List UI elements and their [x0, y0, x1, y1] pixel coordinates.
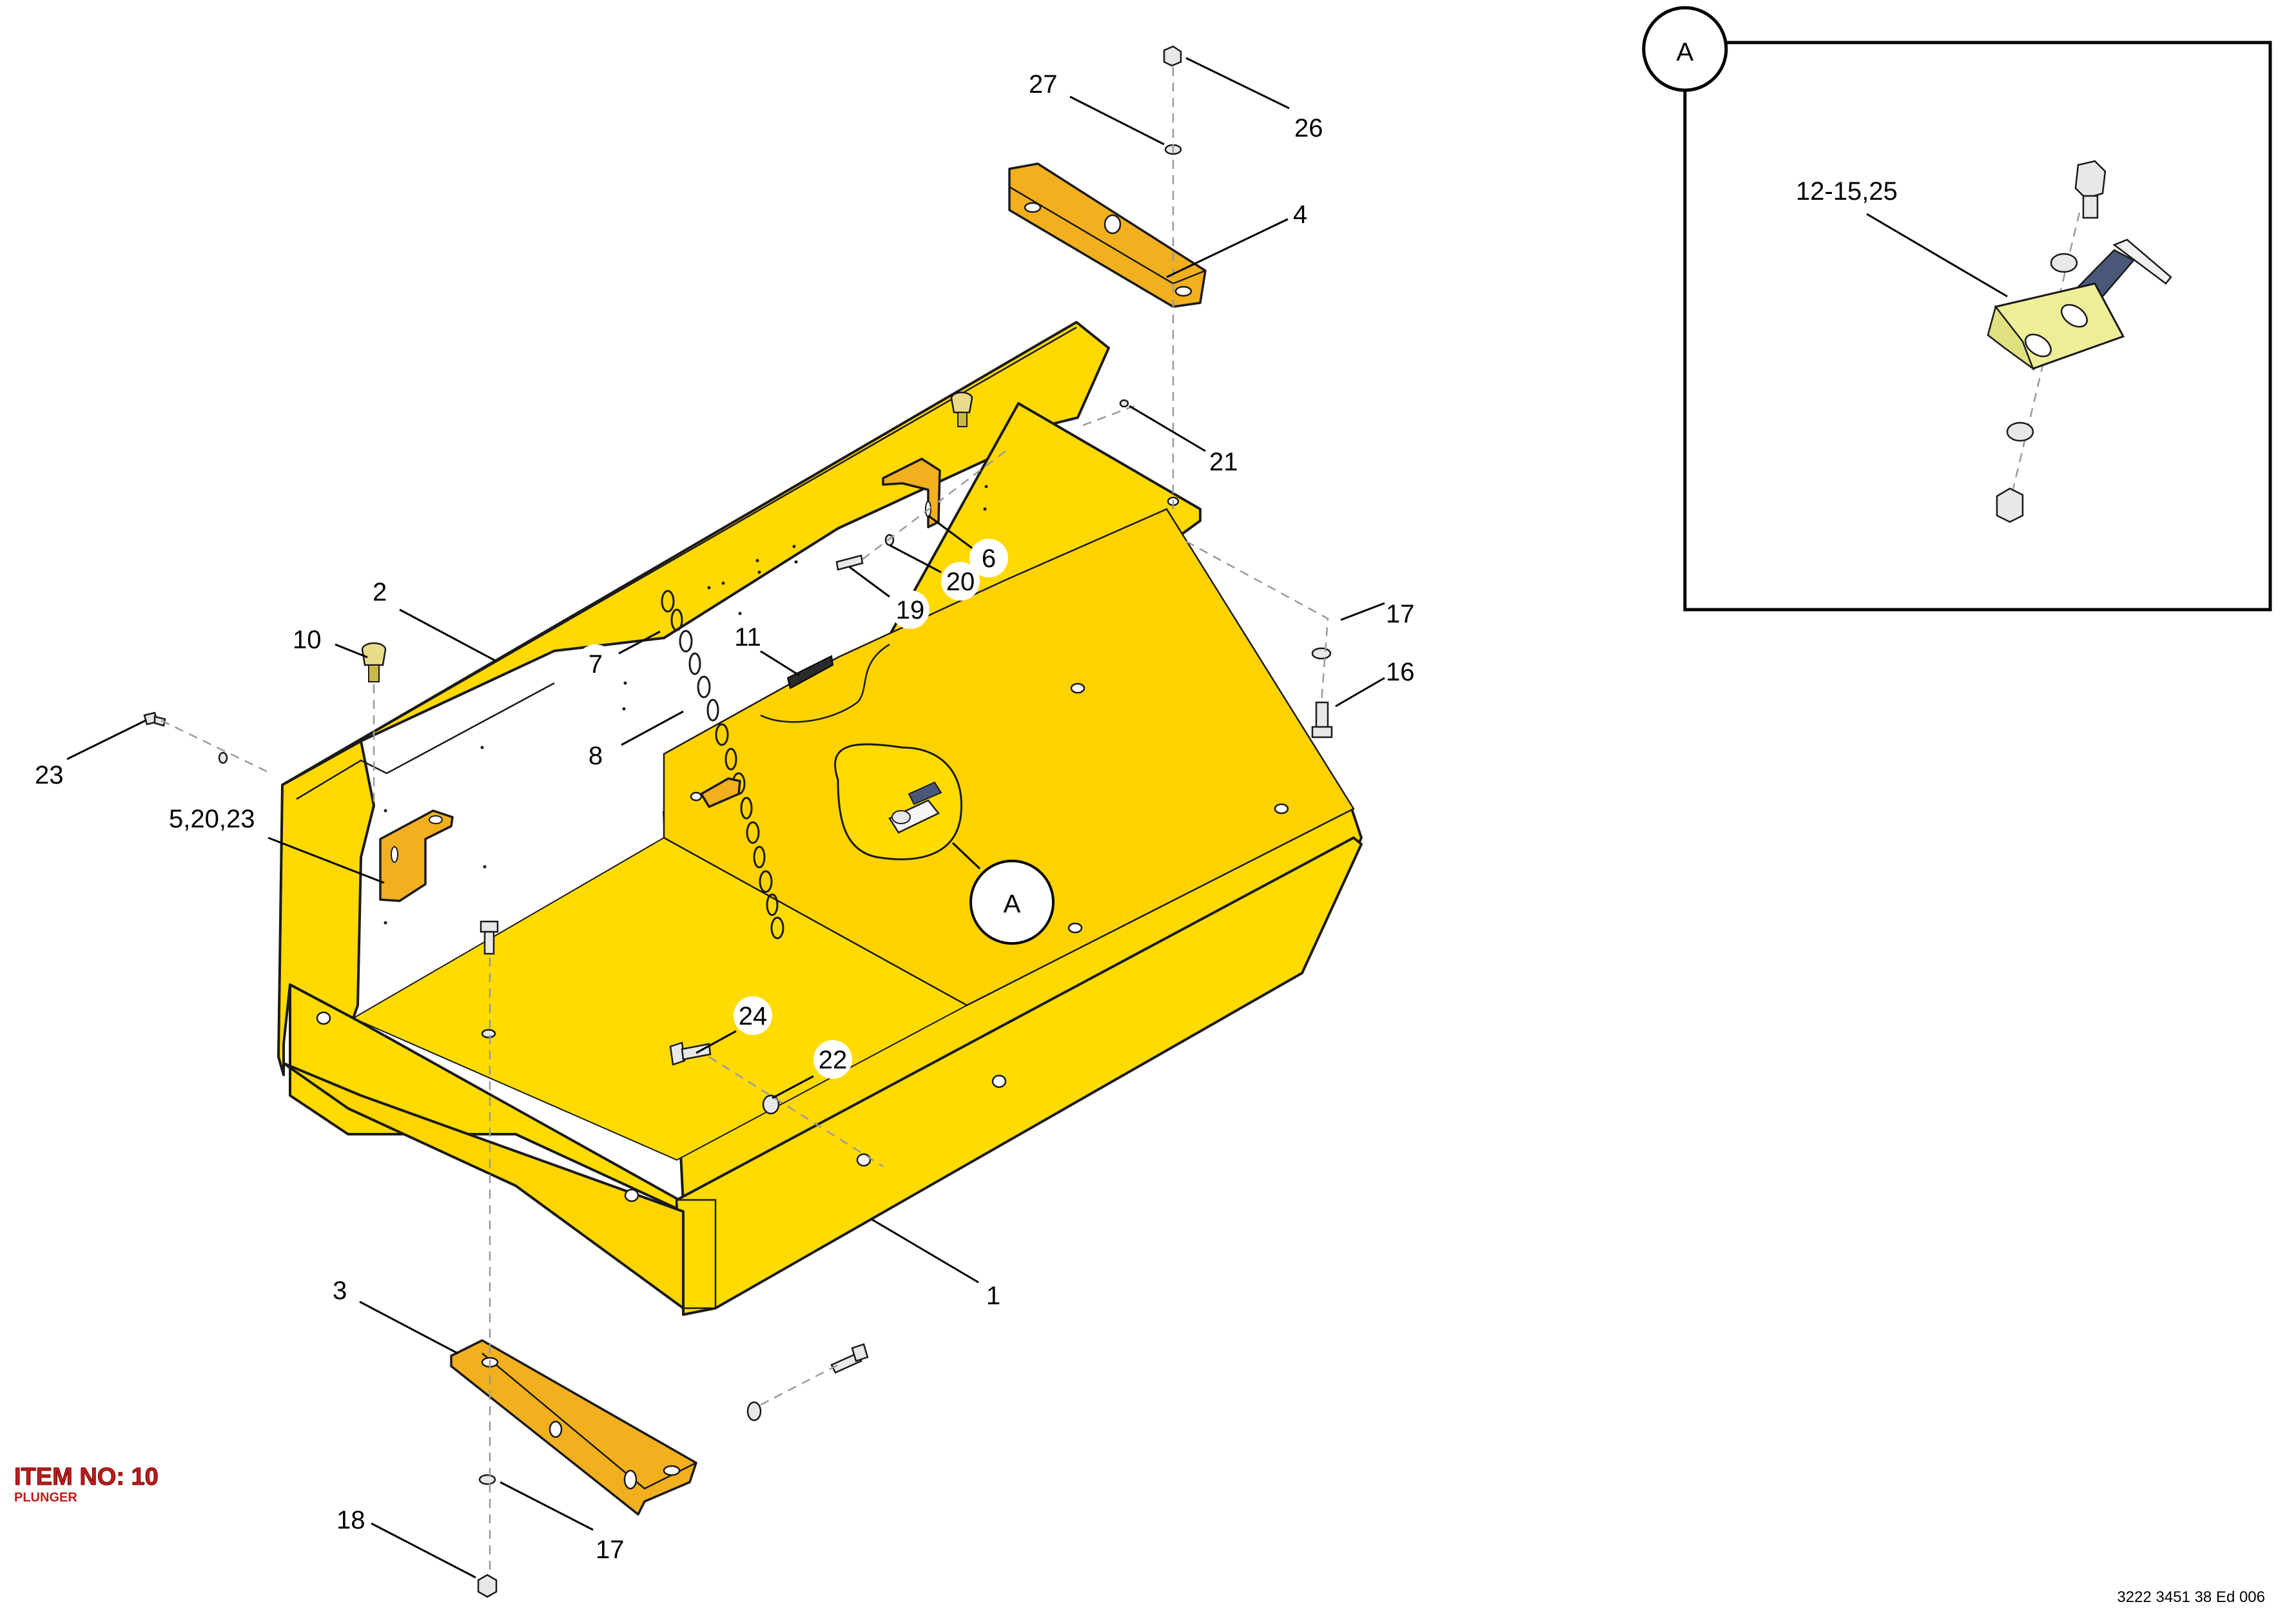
chain	[661, 590, 784, 940]
detail-washer-bottom	[2006, 421, 2034, 442]
callout-26: 26	[1294, 114, 1323, 142]
washer-23	[218, 751, 228, 764]
callout-5-20-23: 5,20,23	[169, 805, 255, 833]
rivet-dots	[384, 485, 988, 925]
pan-inner-back	[663, 508, 1355, 1007]
detail-plate-front	[1987, 305, 2035, 371]
callout-24: 24	[739, 1002, 768, 1030]
callout-22: 22	[819, 1046, 848, 1074]
washer-right	[1311, 647, 1332, 660]
callout-18: 18	[336, 1506, 365, 1534]
callout-3: 3	[333, 1277, 347, 1305]
center-lines	[161, 67, 1329, 1572]
leader-lines	[66, 57, 1385, 1579]
pan-front-lip	[289, 983, 717, 1316]
bracket-top	[1008, 162, 1207, 308]
detail-washer-top	[2050, 253, 2078, 273]
document-number: 3222 3451 38 Ed 006	[2117, 1588, 2265, 1606]
detail-bolt	[2074, 160, 2106, 219]
callout-19: 19	[896, 596, 925, 624]
callout-labels: 27 26 4 21 2 10 17 16 23 5,20,23 1 3 18 …	[35, 70, 1415, 1564]
rubber-block	[786, 655, 834, 690]
callout-10: 10	[293, 626, 322, 654]
bolt-bottom-right	[830, 1343, 869, 1374]
callout-27: 27	[1029, 70, 1058, 99]
item-number-subtitle: PLUNGER	[14, 1491, 77, 1505]
callout-7: 7	[589, 650, 603, 679]
bolt-19	[835, 554, 864, 571]
callout-16: 16	[1386, 658, 1415, 686]
callout-4: 4	[1293, 200, 1307, 229]
bracket-left	[379, 809, 454, 902]
item-number-title: ITEM NO: 10	[14, 1463, 159, 1491]
washer-bottom	[478, 1474, 496, 1485]
detail-a-marker: A	[969, 860, 1055, 945]
detail-nut	[1996, 487, 2024, 523]
plunger-right	[950, 391, 973, 427]
bracket-bottom	[450, 1339, 697, 1516]
bolt-23	[143, 711, 166, 727]
callout-21: 21	[1209, 448, 1238, 476]
callout-20: 20	[946, 568, 975, 596]
bubble-callouts: 6 20 19 11 7 8 24 22	[576, 539, 1008, 1079]
callout-12-15-25: 12-15,25	[1796, 177, 1898, 206]
pan-underside	[282, 1062, 685, 1309]
washer-21	[1119, 399, 1129, 408]
washer-floor-left	[481, 1028, 496, 1039]
detail-slot-1	[2061, 304, 2088, 328]
nut-top	[1163, 45, 1182, 67]
main-pan-assembly	[277, 321, 1363, 1316]
detail-slot-2	[2025, 333, 2052, 358]
callout-17-right: 17	[1386, 600, 1415, 628]
callout-6: 6	[982, 545, 996, 573]
callout-1: 1	[986, 1282, 1000, 1310]
callout-17-bottom: 17	[596, 1536, 625, 1564]
bolt-24	[669, 1041, 712, 1066]
bolt-right	[1311, 701, 1333, 739]
detail-pin-handle	[2112, 238, 2172, 285]
detail-a-inset: A 12-15,25	[1642, 6, 2272, 612]
rear-cut-line	[760, 643, 890, 723]
nut-bottom	[477, 1574, 498, 1598]
callout-8: 8	[589, 742, 603, 770]
detail-a-miniature	[888, 781, 942, 834]
detail-a-marker-label: A	[1004, 890, 1021, 918]
detail-a-inset-label: A	[1677, 38, 1694, 66]
bolt-floor-left	[480, 920, 499, 955]
washer-bottom-right	[746, 1401, 762, 1422]
callout-2: 2	[373, 578, 387, 606]
bracket-chain-mount	[700, 777, 741, 808]
callout-11: 11	[734, 623, 761, 652]
detail-a-cutout	[834, 743, 962, 860]
callout-23: 23	[35, 761, 64, 789]
plunger-left	[361, 642, 387, 682]
washer-22	[762, 1094, 780, 1115]
